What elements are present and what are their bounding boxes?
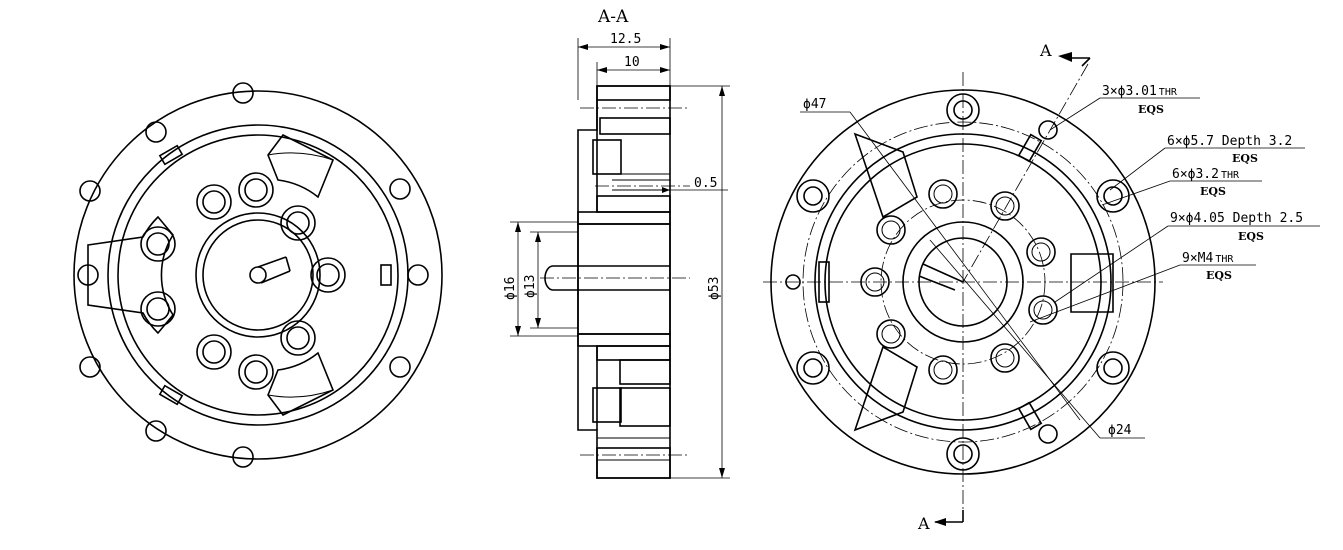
right-shaft-key (918, 263, 964, 291)
callout-2-sub: EQS (1232, 152, 1258, 165)
callout-3-sub: EQS (1200, 185, 1226, 198)
right-view (763, 72, 1163, 512)
dim-phi53: ϕ53 (707, 277, 722, 300)
dim-10: 10 (624, 55, 640, 70)
left-shaft-pin (249, 256, 291, 284)
cut-label-top: A (1039, 41, 1052, 60)
cut-markers: A A (917, 41, 1091, 533)
callout-3-suffix: THR (1221, 170, 1240, 181)
right-dimensions: ϕ47 ϕ24 (800, 97, 1145, 439)
left-bosses (140, 172, 346, 390)
callout-1-suffix: THR (1159, 87, 1178, 98)
left-rim-notches (158, 144, 392, 406)
left-center-bore-outer (195, 212, 321, 338)
callout-2: 6×ϕ5.7 Depth 3.2 EQS (1109, 134, 1305, 191)
section-view: A-A 12.5 10 (503, 7, 730, 479)
cut-label-bottom: A (917, 514, 930, 533)
right-inner-rim (814, 133, 1112, 431)
left-spider (87, 133, 335, 417)
right-flange-holes (785, 93, 1130, 471)
right-pcd-outer (802, 121, 1124, 443)
dim-phi47: ϕ47 (803, 97, 826, 112)
callout-1-sub: EQS (1138, 103, 1164, 116)
section-body (577, 85, 671, 479)
right-pcd-inner (880, 199, 1046, 365)
dim-0-5: 0.5 (694, 176, 717, 191)
left-flange-holes (77, 82, 429, 468)
callout-1-main: 3×ϕ3.01 (1102, 84, 1157, 99)
left-outer-circle (73, 90, 443, 460)
callout-2-main: 6×ϕ5.7 Depth 3.2 (1167, 134, 1292, 149)
left-view (73, 82, 443, 468)
callout-3-main: 6×ϕ3.2 (1172, 167, 1219, 182)
right-inner-holes (860, 179, 1058, 385)
callout-4-main: 9×ϕ4.05 Depth 2.5 (1170, 211, 1303, 226)
callout-5-suffix: THR (1215, 254, 1234, 265)
dim-phi13: ϕ13 (523, 275, 538, 298)
right-inner-step (824, 143, 1102, 421)
right-hub-outer (902, 221, 1024, 343)
callout-4: 9×ϕ4.05 Depth 2.5 EQS (1054, 211, 1320, 303)
left-inner-step (117, 134, 399, 416)
section-title: A-A (597, 7, 629, 27)
right-outer-circle (770, 89, 1156, 475)
left-inner-rim (107, 124, 409, 426)
left-center-bore-inner (202, 219, 314, 331)
callout-5-main: 9×M4 (1182, 251, 1213, 266)
dim-phi24: ϕ24 (1108, 423, 1132, 438)
dim-12-5: 12.5 (610, 32, 641, 47)
dim-phi16: ϕ16 (503, 277, 518, 300)
callout-5-sub: EQS (1206, 269, 1232, 282)
right-hub-bore (918, 237, 1008, 327)
callout-4-sub: EQS (1238, 230, 1264, 243)
right-spider (818, 132, 1114, 432)
